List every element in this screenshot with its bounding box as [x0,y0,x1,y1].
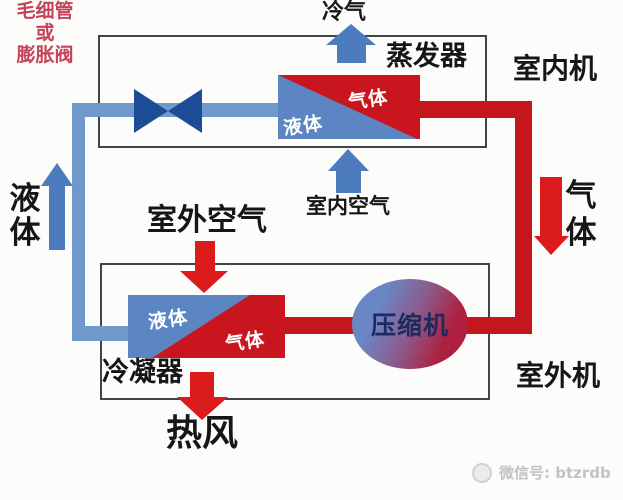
evaporator-liquid-label: 液体 [281,112,325,140]
indoor-unit-title: 室内机 [513,52,598,85]
gas-pipe-from-evaporator [420,101,532,118]
evaporator-shape [278,75,420,139]
condenser-gas-label: 气体 [223,328,267,356]
evaporator-gas-label: 气体 [346,86,390,114]
liquid-pipe-horizontal [72,103,278,117]
watermark-text: 微信号: btzrdb [499,464,611,482]
condenser-block: 液体 气体 [128,295,285,358]
right-pipe-gas-label: 气体 [565,178,597,251]
expansion-device-line1: 毛细管 [16,0,74,22]
evaporator-title: 蒸发器 [386,41,467,72]
compressor-ellipse: 压缩机 [352,279,468,369]
outdoor-unit-title: 室外机 [516,359,601,392]
hot-wind-label: 热风 [166,413,239,454]
condenser-liquid-label: 液体 [146,306,190,334]
left-pipe-liquid-label: 液体 [9,181,41,251]
expansion-device-label: 毛细管 或 膨胀阀 [0,0,90,66]
expansion-device-line2: 或 [35,22,55,44]
indoor-unit-box [98,35,487,148]
outdoor-air-label: 室外空气 [147,203,267,238]
cold-air-label: 冷气 [322,0,367,25]
gas-pipe-vertical [515,101,532,334]
expansion-device-line3: 膨胀阀 [16,44,74,66]
wechat-logo-icon [472,462,492,483]
compressor-label: 压缩机 [370,311,449,340]
indoor-air-up-arrow-icon [328,149,369,193]
condenser-shape [128,295,285,358]
liquid-up-arrow-icon [41,163,73,250]
watermark: 微信号: btzrdb [472,462,611,483]
evaporator-block: 气体 液体 [278,75,420,140]
liquid-pipe-vertical [72,103,85,341]
liquid-pipe-to-condenser [72,326,130,341]
condenser-title: 冷凝器 [102,357,183,388]
indoor-air-label: 室内空气 [306,194,390,218]
